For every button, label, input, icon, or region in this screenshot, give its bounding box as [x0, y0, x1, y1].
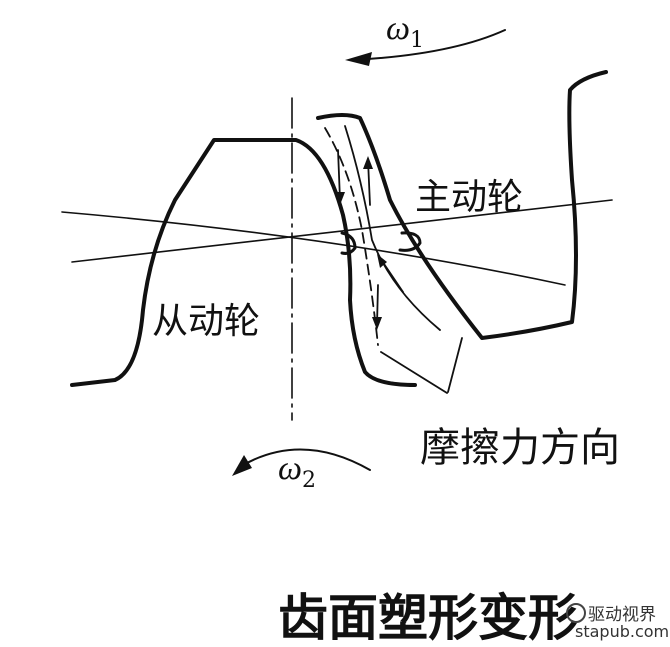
omega2-arrowhead [232, 455, 252, 476]
figure-caption: 齿面塑形变形 [278, 588, 578, 647]
driven-pitch-circle [61, 211, 566, 286]
friction-arrowhead-4 [377, 254, 387, 268]
watermark-logo-icon [566, 603, 586, 623]
friction-leader-1 [380, 351, 448, 394]
contact-bump-right [398, 231, 422, 252]
watermark-brand: 驱动视界 [566, 600, 656, 625]
driving-gear-outline [316, 70, 608, 340]
omega1-arrowhead [345, 52, 372, 66]
omega1-subscript: 1 [410, 28, 425, 53]
omega2-symbol: ω [278, 450, 303, 487]
watermark-url: stapub.com [575, 622, 670, 641]
omega2-label: ω2 [278, 450, 316, 493]
friction-leader-2 [447, 337, 463, 393]
friction-arrow-1 [337, 149, 341, 201]
driving-pitch-circle [71, 199, 613, 263]
contact-bump-left [340, 231, 357, 255]
friction-arrowhead-3 [372, 317, 382, 330]
driving-gear-label: 主动轮 [415, 177, 524, 218]
driven-gear-label: 从动轮 [152, 301, 261, 342]
watermark-brand-text: 驱动视界 [588, 605, 656, 625]
friction-direction-label: 摩擦力方向 [420, 425, 620, 471]
omega1-symbol: ω [386, 10, 411, 47]
friction-arrowhead-2 [363, 156, 373, 169]
driven-gear-outline [70, 138, 417, 387]
omega1-label: ω1 [386, 10, 424, 53]
omega1-arc [351, 29, 506, 61]
omega2-arc [237, 448, 371, 471]
tooth-deformation-band-inner [344, 125, 441, 331]
friction-arrowhead-1 [335, 192, 345, 205]
omega2-subscript: 2 [302, 468, 317, 493]
